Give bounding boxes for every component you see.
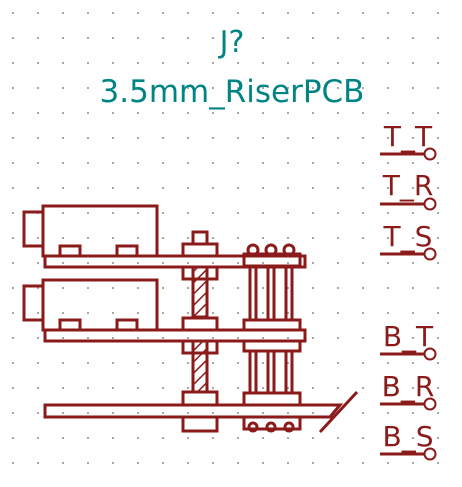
pin-b-s[interactable]: B_S xyxy=(380,420,437,461)
main-pcb-board xyxy=(43,403,344,419)
symbol-body xyxy=(22,204,359,434)
top-pcb-board xyxy=(43,254,307,269)
pin-labels: T_T T_R T_S B_T B_R B_S xyxy=(380,120,437,461)
pin-t-s[interactable]: T_S xyxy=(380,220,437,261)
pin-label-t-r: T_R xyxy=(382,169,434,202)
pin-b-t-endpoint[interactable] xyxy=(423,347,437,361)
pin-b-r-endpoint[interactable] xyxy=(423,397,437,411)
pin-t-t[interactable]: T_T xyxy=(380,120,437,161)
pin-t-r[interactable]: T_R xyxy=(380,169,437,211)
board-edge-mark xyxy=(318,390,359,434)
top-jack-body xyxy=(22,204,159,258)
pin-label-t-t: T_T xyxy=(383,120,433,153)
component-value[interactable]: 3.5mm_RiserPCB xyxy=(100,74,365,110)
pin-label-b-t: B_T xyxy=(383,320,434,353)
pin-t-s-endpoint[interactable] xyxy=(423,247,437,261)
pin-b-t[interactable]: B_T xyxy=(380,320,437,361)
bottom-jack-body xyxy=(22,278,159,332)
pin-label-b-r: B_R xyxy=(382,370,435,403)
standoff-screw xyxy=(181,230,219,433)
pin-label-t-s: T_S xyxy=(383,220,433,253)
header-pins xyxy=(242,243,302,433)
reference-designator[interactable]: J? xyxy=(218,25,245,60)
pin-t-t-endpoint[interactable] xyxy=(423,147,437,161)
pin-b-s-endpoint[interactable] xyxy=(423,447,437,461)
pin-t-r-endpoint[interactable] xyxy=(423,197,437,211)
pin-label-b-s: B_S xyxy=(383,420,434,453)
pin-b-r[interactable]: B_R xyxy=(380,370,437,411)
bottom-pcb-board xyxy=(43,328,307,343)
